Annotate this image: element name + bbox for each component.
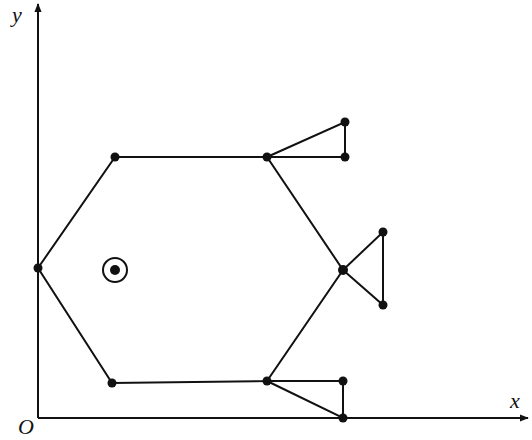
fish-body <box>38 157 343 383</box>
axis-label: x <box>510 390 520 412</box>
x-axis <box>38 417 528 419</box>
vertex-dots <box>34 118 388 423</box>
bottom-fin <box>267 381 343 418</box>
origin-label: O <box>18 416 34 438</box>
top-fin <box>267 122 345 157</box>
y-axis <box>37 4 39 418</box>
axis-label: y <box>12 4 22 26</box>
tail-fin <box>343 232 383 305</box>
eye-ring <box>103 258 127 282</box>
